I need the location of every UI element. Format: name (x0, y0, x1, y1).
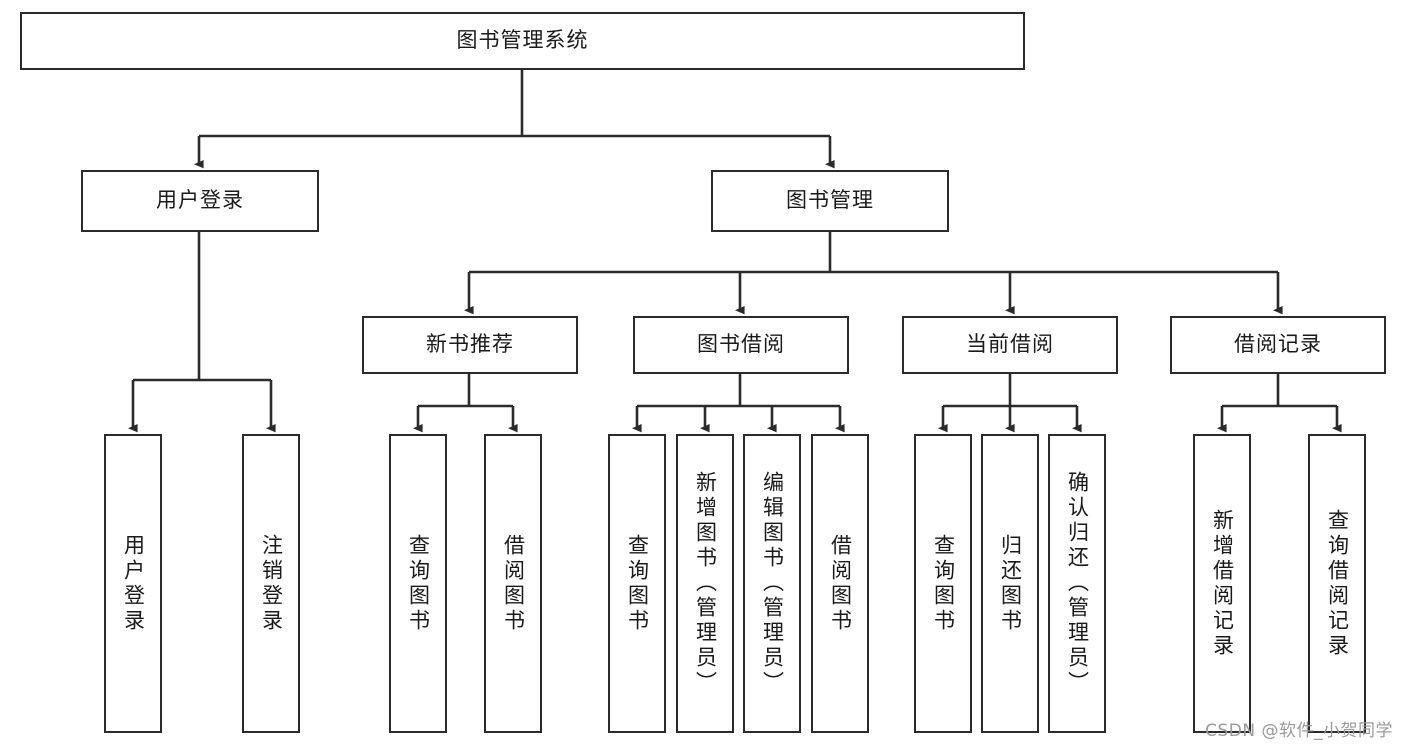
node-label: 查询图书 (931, 533, 956, 634)
node-label: 编辑图书（管理员） (760, 471, 785, 696)
node-book-management[interactable]: 图书管理 (711, 170, 949, 232)
node-label: 查询图书 (625, 533, 650, 634)
node-label: 当前借阅 (966, 332, 1054, 357)
node-label: 借阅记录 (1234, 332, 1322, 357)
leaf-query-borrow-record[interactable]: 查询借阅记录 (1308, 434, 1366, 733)
node-current-borrow[interactable]: 当前借阅 (902, 316, 1118, 374)
node-label: 查询图书 (406, 533, 431, 634)
leaf-query-book-recommend[interactable]: 查询图书 (389, 434, 447, 733)
leaf-query-book-current[interactable]: 查询图书 (914, 434, 972, 733)
leaf-add-borrow-record[interactable]: 新增借阅记录 (1193, 434, 1251, 733)
node-book-borrow[interactable]: 图书借阅 (633, 316, 849, 374)
node-new-book-recommend[interactable]: 新书推荐 (362, 316, 578, 374)
leaf-confirm-return-admin[interactable]: 确认归还（管理员） (1048, 434, 1106, 733)
leaf-add-book-admin[interactable]: 新增图书（管理员） (676, 434, 734, 733)
leaf-query-book-borrow[interactable]: 查询图书 (608, 434, 666, 733)
leaf-user-login[interactable]: 用户登录 (104, 434, 162, 733)
node-label: 新书推荐 (426, 332, 514, 357)
node-label: 归还图书 (998, 533, 1023, 634)
node-user-login[interactable]: 用户登录 (81, 170, 319, 232)
node-label: 图书管理 (786, 188, 874, 213)
watermark-text: CSDN @软件_小贺同学 (1205, 721, 1393, 741)
leaf-return-book[interactable]: 归还图书 (981, 434, 1039, 733)
leaf-edit-book-admin[interactable]: 编辑图书（管理员） (743, 434, 801, 733)
node-label: 借阅图书 (828, 533, 853, 634)
node-label: 图书借阅 (697, 332, 785, 357)
node-label: 图书管理系统 (456, 28, 589, 53)
node-borrow-record[interactable]: 借阅记录 (1170, 316, 1386, 374)
node-label: 借阅图书 (501, 533, 526, 634)
node-label: 查询借阅记录 (1325, 508, 1350, 659)
leaf-borrow-book[interactable]: 借阅图书 (811, 434, 869, 733)
node-label: 新增图书（管理员） (693, 471, 718, 696)
node-label: 新增借阅记录 (1210, 508, 1235, 659)
leaf-borrow-book-recommend[interactable]: 借阅图书 (484, 434, 542, 733)
node-label: 确认归还（管理员） (1065, 471, 1090, 696)
node-label: 注销登录 (259, 533, 284, 634)
node-label: 用户登录 (121, 533, 146, 634)
node-label: 用户登录 (156, 188, 244, 213)
leaf-user-logout[interactable]: 注销登录 (242, 434, 300, 733)
node-root-book-management-system[interactable]: 图书管理系统 (20, 12, 1025, 70)
